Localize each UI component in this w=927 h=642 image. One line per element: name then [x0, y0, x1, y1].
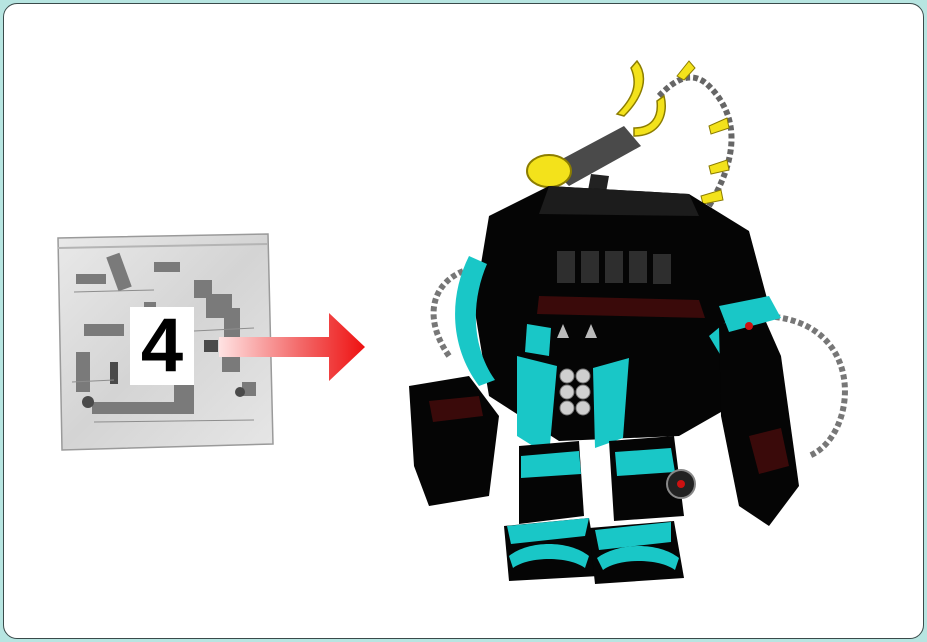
right-arrow-icon: [219, 309, 369, 385]
step-number: 4: [141, 308, 183, 384]
step-badge: 4: [130, 307, 194, 385]
instruction-panel: 4: [3, 3, 924, 639]
robot-model-icon: [409, 56, 869, 596]
